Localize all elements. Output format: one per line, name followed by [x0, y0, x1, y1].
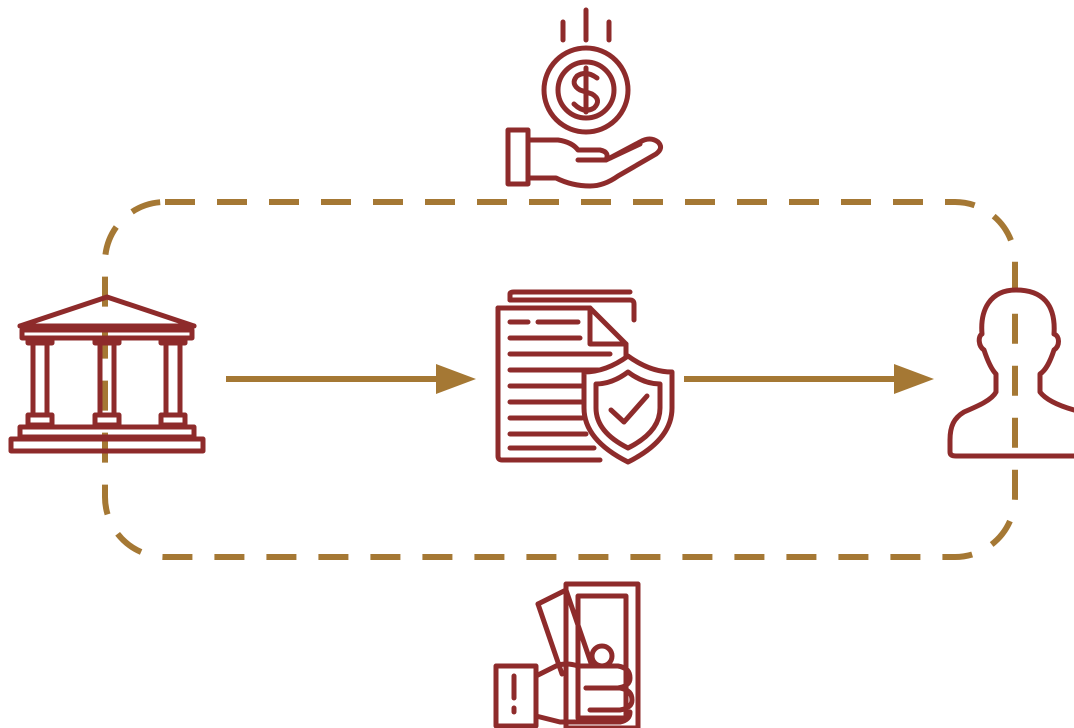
- insured-document-icon: [495, 289, 675, 465]
- arrow-document-to-user: [684, 364, 934, 394]
- user-icon: [947, 287, 1074, 459]
- hand-receiving-coin-icon: [505, 7, 664, 189]
- bank-icon: [8, 294, 206, 454]
- dashed-loop: [102, 199, 1018, 560]
- hand-holding-cash-icon: [493, 581, 641, 728]
- arrow-bank-to-document: [226, 364, 476, 394]
